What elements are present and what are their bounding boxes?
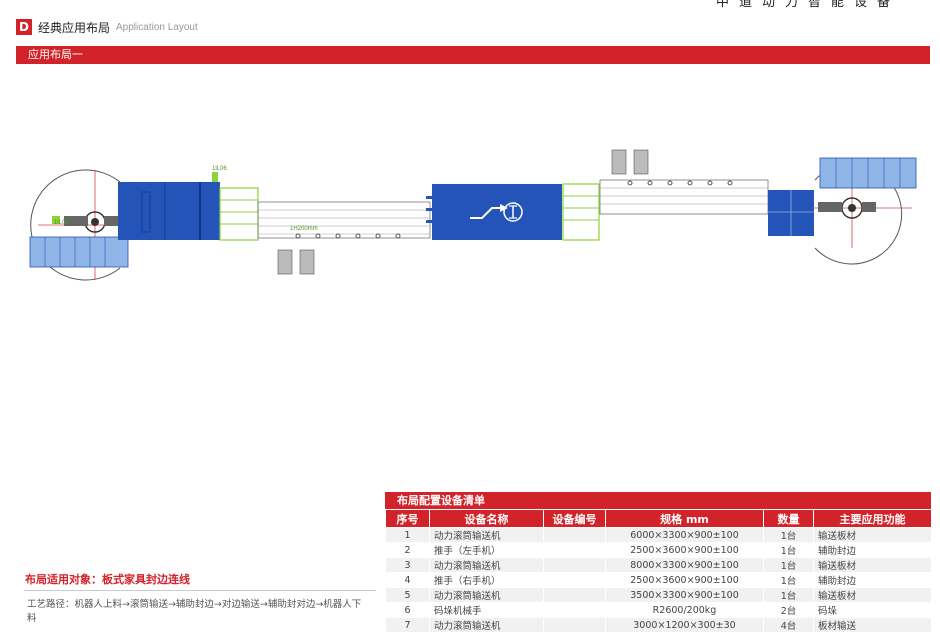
row-code [543, 527, 606, 543]
section-title: 经典应用布局 [38, 20, 111, 35]
row-function: 输送板材 [813, 527, 932, 543]
row-function: 辅助封边 [813, 572, 932, 588]
row-name: 码垛机械手 [429, 602, 544, 618]
diagram-label-1: 1lL06 [212, 166, 227, 172]
table-row: 7 动力滚筒输送机 3000×1200×300±30 4台 板材输送 [385, 617, 932, 633]
right-robot-icon [818, 197, 876, 219]
table-header-row: 序号 设备名称 设备编号 规格 mm 数量 主要应用功能 [385, 509, 932, 528]
row-qty: 4台 [763, 617, 814, 633]
machine-logo-icon [503, 202, 523, 222]
row-qty: 2台 [763, 602, 814, 618]
table-row: 2 推手（左手机） 2500×3600×900±100 1台 辅助封边 [385, 542, 932, 558]
row-name: 动力滚筒输送机 [429, 527, 544, 543]
production-line-diagram: 1lL06 1lL05 1H200mm [29, 149, 917, 281]
row-qty: 1台 [763, 587, 814, 603]
row-name: 动力滚筒输送机 [429, 617, 544, 633]
row-spec: 2500×3600×900±100 [605, 542, 764, 558]
roller-conveyor-2 [599, 149, 769, 215]
row-function: 板材输送 [813, 617, 932, 633]
row-index: 1 [385, 527, 430, 543]
row-function: 辅助封边 [813, 542, 932, 558]
row-spec: 3500×3300×900±100 [605, 587, 764, 603]
col-header-name: 设备名称 [429, 509, 544, 528]
table-row: 5 动力滚筒输送机 3500×3300×900±100 1台 输送板材 [385, 587, 932, 603]
col-header-qty: 数量 [763, 509, 814, 528]
row-spec: 6000×3300×900±100 [605, 527, 764, 543]
left-robot-cell [29, 169, 150, 281]
row-name: 推手（右手机） [429, 572, 544, 588]
row-function: 输送板材 [813, 587, 932, 603]
edge-banding-machine-2 [432, 184, 562, 240]
row-qty: 1台 [763, 572, 814, 588]
row-spec: 8000×3300×900±100 [605, 557, 764, 573]
brand-tagline: 中道动力智能设备 [716, 0, 901, 10]
green-pusher-1 [52, 172, 259, 241]
row-code [543, 557, 606, 573]
row-code [543, 617, 606, 633]
row-code [543, 602, 606, 618]
row-index: 2 [385, 542, 430, 558]
equipment-list: 布局配置设备清单 序号 设备名称 设备编号 规格 mm 数量 主要应用功能 1 … [385, 492, 932, 633]
row-spec: 3000×1200×300±30 [605, 617, 764, 633]
equipment-table: 序号 设备名称 设备编号 规格 mm 数量 主要应用功能 1 动力滚筒输送机 6… [385, 509, 932, 633]
row-index: 3 [385, 557, 430, 573]
diagram-label-2: 1lL05 [54, 220, 69, 226]
table-row: 1 动力滚筒输送机 6000×3300×900±100 1台 输送板材 [385, 527, 932, 543]
section-badge: D [16, 19, 32, 35]
section-header: D 经典应用布局 Application Layout [16, 18, 198, 36]
right-robot-cell [768, 157, 917, 265]
row-spec: R2600/200kg [605, 602, 764, 618]
row-function: 输送板材 [813, 557, 932, 573]
edge-banding-machine-1 [118, 182, 220, 240]
left-robot-icon [64, 211, 118, 233]
diagram-label-3: 1H200mm [290, 226, 318, 232]
roller-conveyor-1 [257, 201, 431, 275]
table-row: 3 动力滚筒输送机 8000×3300×900±100 1台 输送板材 [385, 557, 932, 573]
row-code [543, 587, 606, 603]
row-name: 推手（左手机） [429, 542, 544, 558]
row-code [543, 572, 606, 588]
col-header-spec: 规格 mm [605, 509, 764, 528]
col-header-function: 主要应用功能 [813, 509, 932, 528]
row-spec: 2500×3600×900±100 [605, 572, 764, 588]
col-header-code: 设备编号 [543, 509, 606, 528]
row-qty: 1台 [763, 557, 814, 573]
table-caption: 布局配置设备清单 [385, 492, 931, 509]
row-name: 动力滚筒输送机 [429, 557, 544, 573]
row-index: 6 [385, 602, 430, 618]
row-function: 码垛 [813, 602, 932, 618]
table-row: 6 码垛机械手 R2600/200kg 2台 码垛 [385, 602, 932, 618]
row-code [543, 542, 606, 558]
row-index: 5 [385, 587, 430, 603]
row-index: 4 [385, 572, 430, 588]
section-subtitle: Application Layout [116, 21, 198, 33]
process-path: 工艺路径：机器人上料→滚筒输送→辅助封边→对边输送→辅助封对边→机器人下料 [27, 599, 362, 624]
table-row: 4 推手（右手机） 2500×3600×900±100 1台 辅助封边 [385, 572, 932, 588]
row-index: 7 [385, 617, 430, 633]
row-name: 动力滚筒输送机 [429, 587, 544, 603]
col-header-index: 序号 [385, 509, 430, 528]
layout-title-bar: 应用布局一 [16, 46, 930, 64]
divider [24, 590, 376, 591]
application-scope: 布局适用对象：板式家具封边连线 [25, 573, 190, 586]
flow-arrow-icon [470, 204, 508, 219]
row-qty: 1台 [763, 527, 814, 543]
green-pusher-2 [562, 183, 600, 241]
row-qty: 1台 [763, 542, 814, 558]
